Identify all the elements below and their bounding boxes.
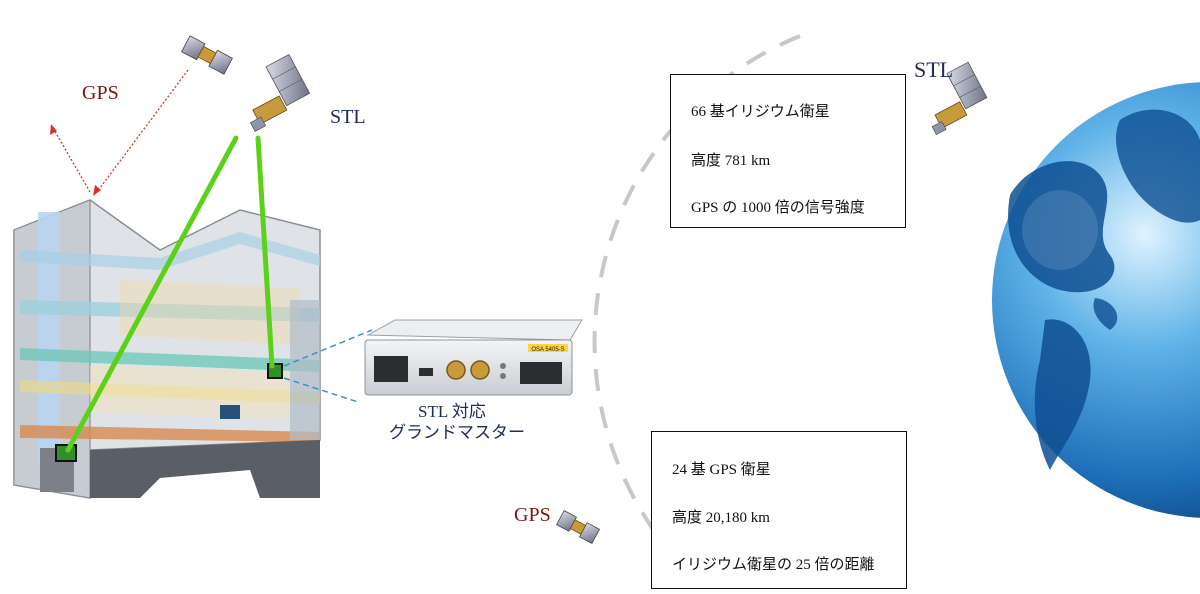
- grandmaster-device: OSA 5405-S: [364, 319, 583, 396]
- gps-arrow-head-up: [50, 124, 57, 135]
- device-connector: [283, 329, 373, 403]
- gps-distance: イリジウム衛星の 25 倍の距離: [672, 557, 875, 573]
- building-illustration: [13, 199, 321, 499]
- stl-label-right: STL: [914, 57, 954, 82]
- iridium-signal-strength: GPS の 1000 倍の信号強度: [691, 200, 865, 216]
- iridium-count: 66 基イリジウム衛星: [691, 104, 830, 120]
- gps-altitude: 高度 20,180 km: [672, 510, 770, 526]
- device-brand-label: OSA 5405-S: [531, 347, 564, 353]
- orbit-arc: [592, 34, 801, 594]
- gps-satellite-bottom: [556, 510, 600, 544]
- stl-satellite-right: [931, 61, 988, 136]
- gps-arrow-head-down: [93, 185, 101, 196]
- gps-signal-arrows: [52, 69, 189, 193]
- stl-beams: [65, 135, 275, 453]
- stl-satellite-top: [249, 54, 311, 132]
- stl-label-top: STL: [330, 106, 366, 128]
- iridium-altitude: 高度 781 km: [691, 153, 771, 169]
- gps-info-box: 24 基 GPS 衛星 高度 20,180 km イリジウム衛星の 25 倍の距…: [651, 431, 907, 589]
- earth-globe: [992, 82, 1200, 518]
- iridium-info-box: 66 基イリジウム衛星 高度 781 km GPS の 1000 倍の信号強度: [670, 74, 906, 228]
- gps-label-top: GPS: [82, 82, 119, 104]
- grandmaster-label-line1: STL 対応: [418, 402, 486, 421]
- grandmaster-label-line2: グランドマスター: [389, 423, 525, 442]
- gps-satellite-top: [181, 35, 233, 75]
- gps-label-bottom: GPS: [514, 504, 551, 526]
- gps-count: 24 基 GPS 衛星: [672, 462, 771, 478]
